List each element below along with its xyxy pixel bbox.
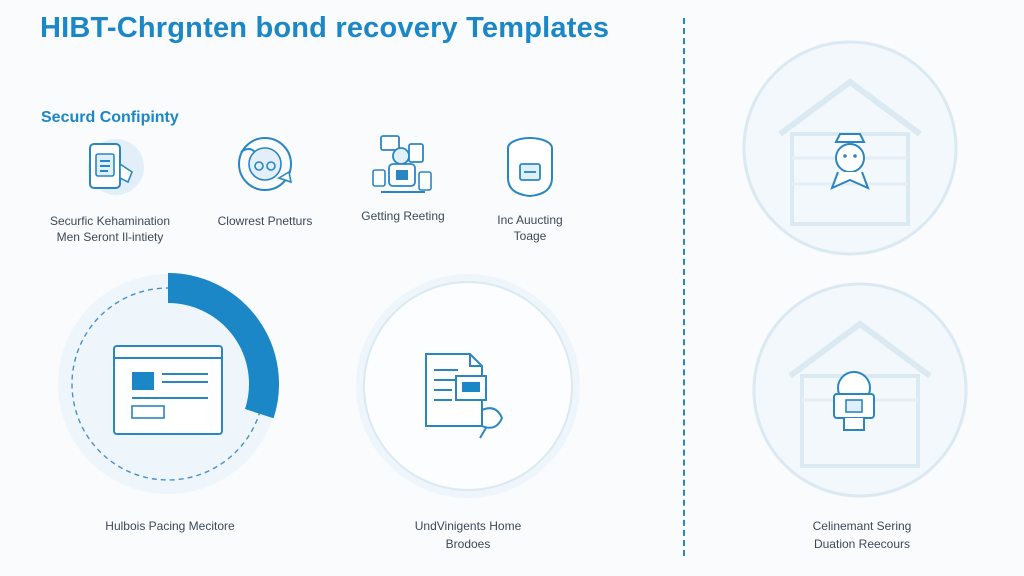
- user-house-icon: [833, 371, 875, 431]
- feature-item-2: Clowrest Pnetturs: [185, 134, 345, 229]
- feature-label: Clowrest Pnetturs: [185, 213, 345, 229]
- team-devices-icon: [372, 135, 432, 193]
- safe-shield-icon: [507, 137, 553, 198]
- panel-caption-line: Celinemant Sering: [812, 519, 912, 533]
- feature-item-1: Securfic Kehamination Men Seront Il-inti…: [30, 134, 190, 245]
- feature-label: Securfic Kehamination Men Seront Il-inti…: [30, 213, 190, 245]
- feature-label-line: Clowrest Pnetturs: [217, 214, 313, 228]
- section-label: Securd Confipinty: [41, 109, 179, 126]
- progress-panel: [58, 273, 279, 494]
- panel-caption-1: Hulbois Pacing Mecitore: [60, 517, 280, 535]
- panel-caption-line: UndVinigents Home: [414, 519, 522, 533]
- feature-label-line: Getting Reeting: [361, 209, 445, 223]
- feature-item-3: Getting Reeting: [323, 130, 483, 224]
- panel-caption-3: Celinemant Sering Duation Reecours: [752, 517, 972, 553]
- feature-label-line: Inc Auucting: [497, 213, 563, 227]
- vertical-divider: [683, 18, 685, 556]
- panel-caption-line: Hulbois Pacing Mecitore: [105, 519, 235, 533]
- panel-caption-2: UndVinigents Home Brodoes: [358, 517, 578, 553]
- browser-window-icon: [113, 345, 223, 435]
- document-panel: [356, 274, 580, 498]
- feature-label-line: Toage: [513, 229, 547, 243]
- feature-label-line: Men Seront Il-intiety: [56, 230, 164, 244]
- feature-item-4: Inc Auucting Toage: [450, 134, 610, 244]
- feature-label: Getting Reeting: [323, 208, 483, 224]
- user-badge-icon: [830, 133, 870, 190]
- faint-house-panel-top: [742, 40, 958, 256]
- page-title: HIBT-Chrgnten bond recovery Templates: [40, 12, 610, 44]
- progress-arc: [167, 273, 279, 419]
- panel-caption-line: Brodoes: [445, 537, 491, 551]
- face-globe-icon: [238, 137, 293, 191]
- document-id-icon: [88, 139, 144, 195]
- feature-label: Inc Auucting Toage: [450, 212, 610, 244]
- document-leaf-icon: [425, 353, 504, 439]
- faint-house-panel-bottom: [752, 282, 968, 498]
- panel-caption-line: Duation Reecours: [813, 537, 911, 551]
- feature-label-line: Securfic Kehamination: [49, 214, 171, 228]
